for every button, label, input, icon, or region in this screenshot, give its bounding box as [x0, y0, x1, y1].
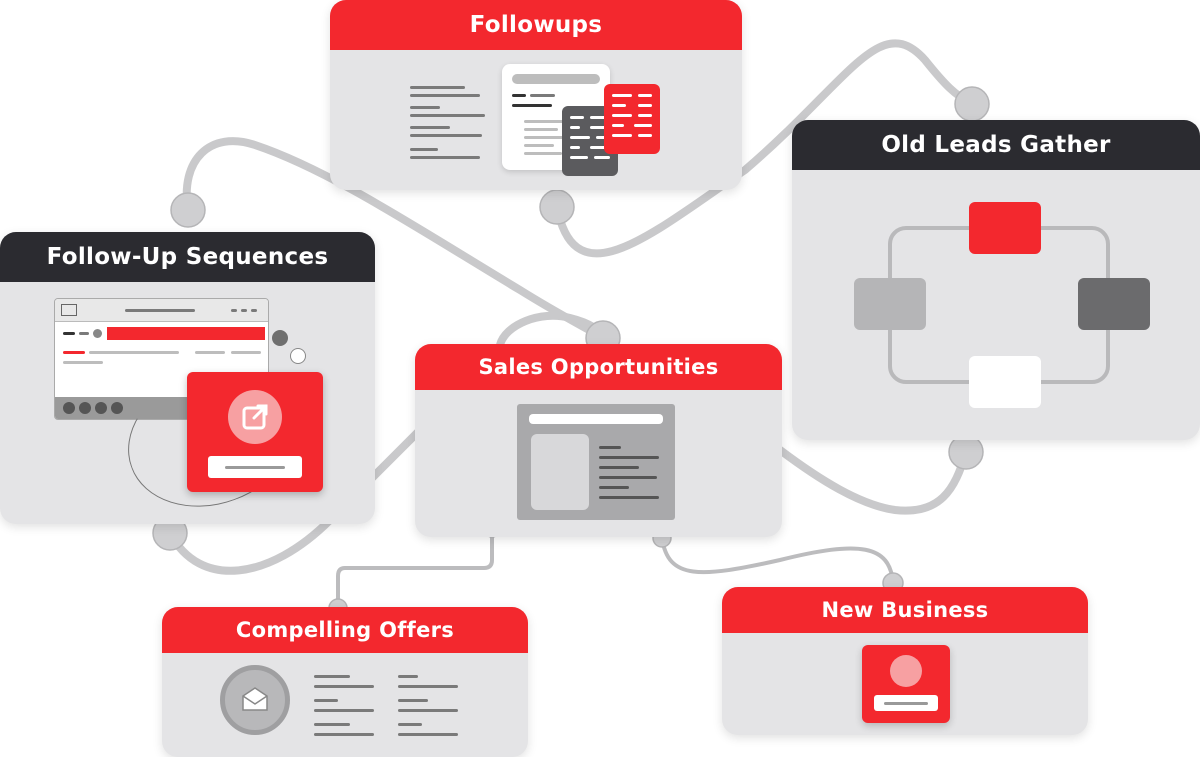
- node-title: Old Leads Gather: [792, 120, 1200, 170]
- export-icon: [228, 390, 282, 444]
- node-followups: Followups: [330, 0, 742, 190]
- share-icon: [290, 348, 306, 364]
- old-leads-illustration: [792, 170, 1200, 440]
- connector-old-leads-to-sales: [776, 446, 970, 515]
- cycle-box-right: [1078, 278, 1150, 330]
- user-avatar-icon: [890, 655, 922, 687]
- red-list-card: [604, 84, 660, 154]
- sequences-illustration: [0, 282, 375, 524]
- node-compelling-offers: Compelling Offers: [162, 607, 528, 757]
- cycle-box-top: [969, 202, 1041, 254]
- node-title: New Business: [722, 587, 1088, 633]
- newbiz-illustration: [722, 633, 1088, 735]
- node-title: Follow-Up Sequences: [0, 232, 375, 282]
- connector-dot: [954, 86, 990, 122]
- profile-panel: [517, 404, 675, 520]
- connector-sequences-top-loop: [182, 137, 607, 342]
- node-title: Sales Opportunities: [415, 344, 782, 390]
- new-customer-card: [862, 645, 950, 723]
- node-title: Compelling Offers: [162, 607, 528, 653]
- connector-sales-to-offers: [336, 528, 494, 609]
- followups-illustration: [330, 50, 742, 190]
- action-card: [187, 372, 323, 492]
- sales-illustration: [415, 390, 782, 537]
- node-old-leads-gather: Old Leads Gather: [792, 120, 1200, 440]
- connector-dot: [948, 434, 984, 470]
- connector-sales-to-newbiz: [660, 536, 895, 585]
- node-sales-opportunities: Sales Opportunities: [415, 344, 782, 537]
- cycle-box-left: [854, 278, 926, 330]
- connector-dot: [170, 192, 206, 228]
- offer-badge-icon: [220, 665, 290, 735]
- connector-dot: [539, 189, 575, 225]
- offers-illustration: [162, 653, 528, 757]
- mail-icon: [61, 304, 77, 316]
- node-title: Followups: [330, 0, 742, 50]
- node-new-business: New Business: [722, 587, 1088, 735]
- cycle-box-bottom: [969, 356, 1041, 408]
- node-follow-up-sequences: Follow-Up Sequences: [0, 232, 375, 524]
- alert-icon: [272, 330, 288, 346]
- connector-followups-to-old-leads: [553, 39, 976, 258]
